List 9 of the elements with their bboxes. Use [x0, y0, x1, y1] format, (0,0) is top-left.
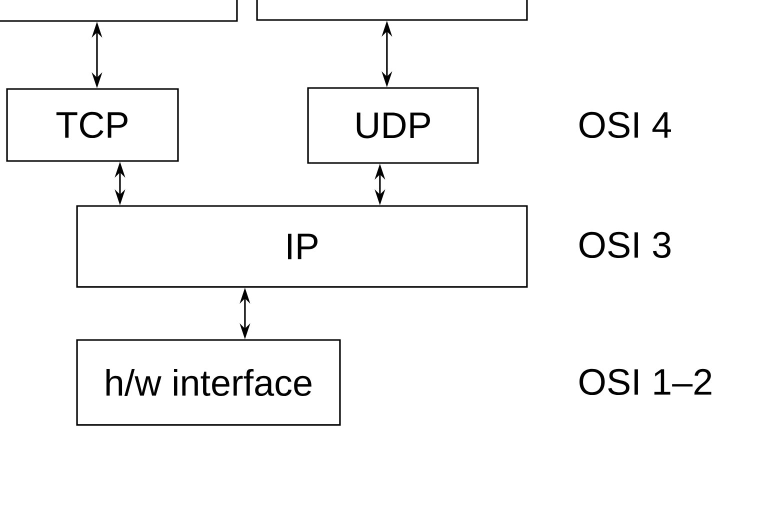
layer-label: OSI 3: [580, 232, 670, 258]
layer-box: IP: [76, 205, 528, 288]
layer-box: [256, 0, 528, 21]
layer-box: [0, 0, 238, 22]
layer-label: OSI 1–2: [580, 368, 712, 396]
layer-box: h/w interface: [76, 339, 341, 426]
layer-label: OSI 4: [580, 112, 671, 138]
layer-box: UDP: [307, 87, 479, 164]
layer-box: TCP: [6, 88, 179, 162]
